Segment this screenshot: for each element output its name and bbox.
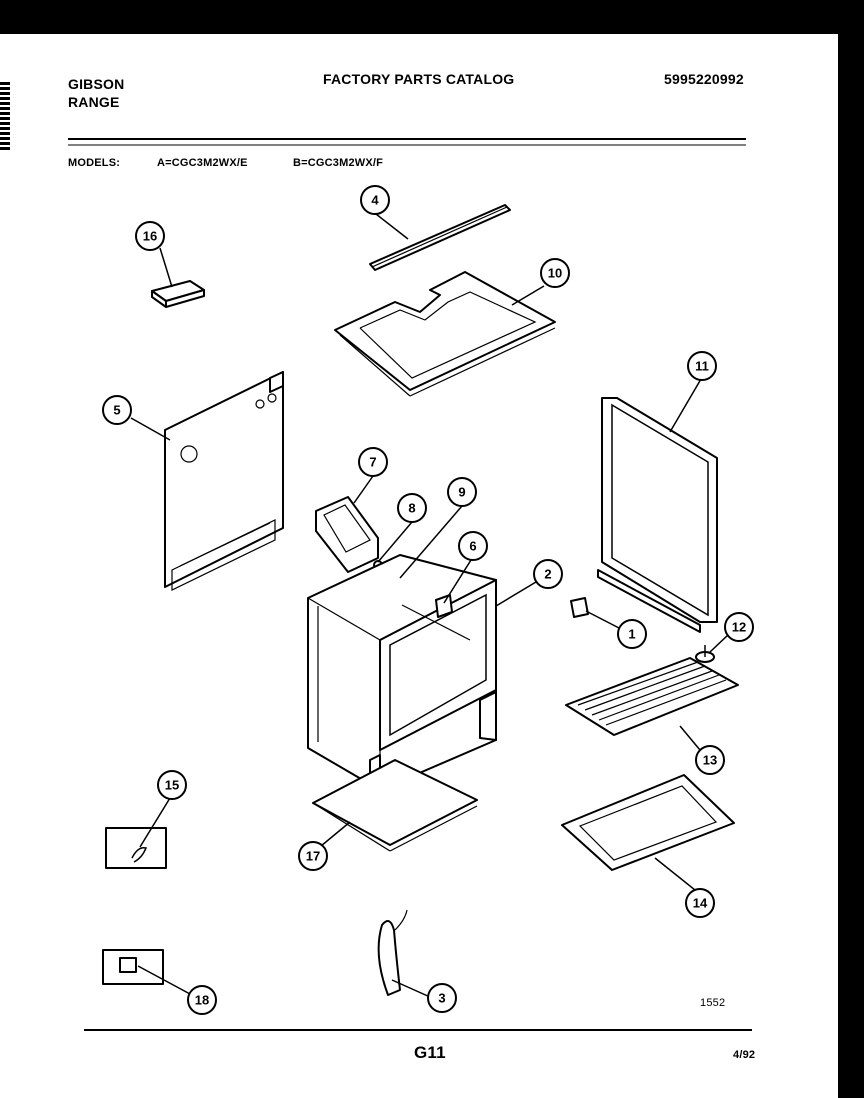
scan-edge-mark	[0, 82, 10, 152]
svg-text:16: 16	[143, 229, 157, 244]
svg-text:3: 3	[438, 991, 445, 1006]
part-18-packet	[102, 949, 164, 985]
part-6-clip	[435, 594, 453, 618]
part-7-bracket	[315, 496, 379, 573]
callout-7: 7	[358, 447, 388, 477]
svg-text:9: 9	[458, 485, 465, 500]
callout-1: 1	[617, 619, 647, 649]
part-1-clip	[570, 597, 589, 618]
part-5-back-panel	[164, 371, 284, 591]
svg-text:13: 13	[703, 753, 717, 768]
part-17-bottom-panel	[312, 759, 478, 852]
part-15-packet	[105, 827, 167, 869]
svg-text:18: 18	[195, 993, 209, 1008]
models-label: MODELS:	[68, 157, 121, 169]
callout-5: 5	[102, 395, 132, 425]
catalog-date: 4/92	[733, 1049, 756, 1061]
svg-text:8: 8	[408, 501, 415, 516]
callout-3: 3	[427, 983, 457, 1013]
page-code: G11	[414, 1043, 446, 1062]
part-2-oven-body	[307, 554, 497, 793]
callout-12: 12	[724, 612, 754, 642]
callout-4: 4	[360, 185, 390, 215]
part-12-leveler	[695, 645, 715, 663]
part-10-top-panel	[334, 271, 556, 397]
part-4-bracket	[369, 204, 511, 271]
model-a: A=CGC3M2WX/E	[157, 157, 248, 169]
svg-text:17: 17	[306, 849, 320, 864]
callout-18: 18	[187, 985, 217, 1015]
part-14-broiler-pan	[561, 774, 735, 871]
callout-11: 11	[687, 351, 717, 381]
svg-text:4: 4	[371, 193, 379, 208]
svg-text:14: 14	[693, 896, 708, 911]
callout-8: 8	[397, 493, 427, 523]
drawing-number: 1552	[700, 997, 726, 1009]
catalog-number: 5995220992	[664, 71, 744, 87]
callout-6: 6	[458, 531, 488, 561]
callout-13: 13	[695, 745, 725, 775]
callout-14: 14	[685, 888, 715, 918]
catalog-title: FACTORY PARTS CATALOG	[323, 71, 515, 87]
svg-text:5: 5	[113, 403, 120, 418]
part-13-oven-rack	[565, 657, 739, 736]
svg-text:2: 2	[544, 567, 551, 582]
svg-text:6: 6	[469, 539, 476, 554]
callout-10: 10	[540, 258, 570, 288]
svg-text:10: 10	[548, 266, 562, 281]
svg-text:1: 1	[628, 627, 635, 642]
brand-name: GIBSON	[68, 76, 125, 92]
svg-text:7: 7	[369, 455, 376, 470]
leader-lines	[130, 213, 730, 998]
callout-17: 17	[298, 841, 328, 871]
part-11-side-frame	[597, 397, 718, 633]
svg-text:12: 12	[732, 620, 746, 635]
product-name: RANGE	[68, 94, 120, 110]
model-b: B=CGC3M2WX/F	[293, 157, 384, 169]
callout-9: 9	[447, 477, 477, 507]
callout-16: 16	[135, 221, 165, 251]
svg-text:15: 15	[165, 778, 179, 793]
svg-text:11: 11	[695, 359, 709, 374]
part-16-tray	[151, 280, 205, 308]
callout-15: 15	[157, 770, 187, 800]
callout-2: 2	[533, 559, 563, 589]
part-3-hose	[377, 909, 408, 996]
